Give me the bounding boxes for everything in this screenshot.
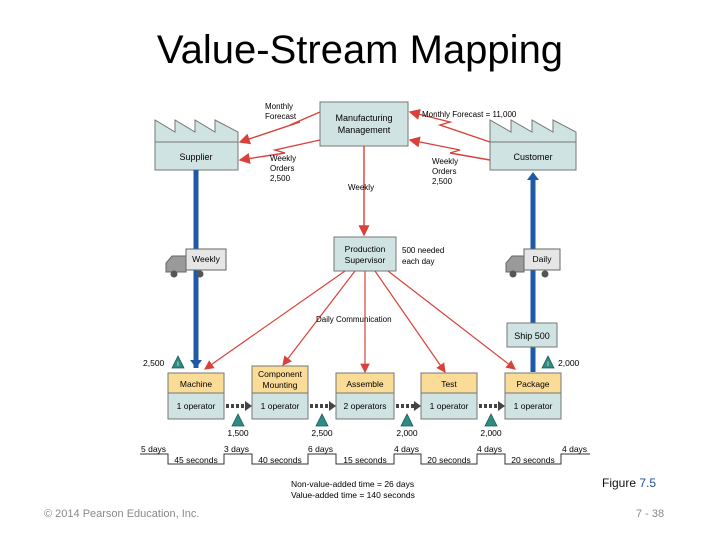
daily-arrow-machine <box>204 270 346 370</box>
prod-label-2: Supervisor <box>345 255 386 265</box>
process-assemble-name: Assemble <box>346 379 384 389</box>
inventory-start-icon: I <box>171 355 185 369</box>
timeline-days: 6 days <box>308 444 333 454</box>
monthly-forecast-1: Monthly <box>265 102 293 111</box>
process-test: Test 1 operator <box>420 372 478 420</box>
page-number: 7 - 38 <box>636 508 665 520</box>
timeline-seconds: 20 seconds <box>427 455 470 465</box>
weekly-label: Weekly <box>348 183 374 192</box>
supplier-orders-3: 2,500 <box>270 174 291 183</box>
process-test-name: Test <box>441 379 457 389</box>
truck-daily-label: Daily <box>533 254 553 264</box>
timeline-seconds: 20 seconds <box>511 455 554 465</box>
prod-label-1: Production <box>345 244 386 254</box>
timeline <box>140 453 590 465</box>
process-assemble: Assemble 2 operators <box>335 372 395 420</box>
process-mounting-name-2: Mounting <box>263 380 298 390</box>
ship-label: Ship 500 <box>514 331 550 341</box>
supplier-orders-arrow <box>238 139 321 165</box>
process-package-name: Package <box>516 379 549 389</box>
manufacturing-management-node: Manufacturing Management <box>319 101 409 147</box>
daily-arrow-test <box>374 270 446 373</box>
supplier-label: Supplier <box>179 152 212 162</box>
monthly-forecast-2: Forecast <box>265 112 297 121</box>
figure-number: 7.5 <box>639 476 657 490</box>
inventory-end-label: 2,000 <box>558 358 580 368</box>
process-machine-name: Machine <box>180 379 212 389</box>
timeline-days: 4 days <box>477 444 502 454</box>
ship-box <box>506 322 558 348</box>
daily-communication-label: Daily Communication <box>316 315 392 324</box>
copyright: © 2014 Pearson Education, Inc. <box>44 508 200 520</box>
figure-prefix: Figure <box>602 476 637 490</box>
production-supervisor-node: Production Supervisor <box>333 236 397 272</box>
inventory-icon <box>400 413 414 427</box>
mfg-label-2: Management <box>338 125 391 135</box>
customer-label: Customer <box>513 152 552 162</box>
timeline-days: 4 days <box>562 444 587 454</box>
customer-orders-2: Orders <box>432 167 456 176</box>
timeline-seconds: 15 seconds <box>343 455 386 465</box>
process-mounting-operators: 1 operator <box>261 401 300 411</box>
customer-orders-3: 2,500 <box>432 177 453 186</box>
inventory-icon <box>484 413 498 427</box>
supplier-orders-1: Weekly <box>270 154 296 163</box>
inventory-label: 2,000 <box>396 428 418 438</box>
truck-weekly-label: Weekly <box>192 254 220 264</box>
value-added-time: Value-added time = 140 seconds <box>291 490 415 500</box>
svg-text:I: I <box>547 362 549 368</box>
slide-title: Value-Stream Mapping <box>156 28 564 72</box>
timeline-days: 3 days <box>224 444 249 454</box>
inventory-end-icon: I <box>541 355 555 369</box>
supplier-node: Supplier <box>154 119 239 171</box>
customer-orders-arrow <box>408 136 491 161</box>
inventory-icon <box>231 413 245 427</box>
process-package: Package 1 operator <box>504 372 562 420</box>
svg-text:I: I <box>177 362 179 368</box>
process-test-operators: 1 operator <box>430 401 469 411</box>
inventory-label: 2,000 <box>480 428 502 438</box>
customer-forecast-label: Monthly Forecast = 11,000 <box>422 110 517 119</box>
customer-orders-1: Weekly <box>432 157 458 166</box>
timeline-seconds: 45 seconds <box>174 455 217 465</box>
non-value-added-time: Non-value-added time = 26 days <box>291 479 414 489</box>
inventory-label: 1,500 <box>227 428 249 438</box>
inventory-start-label: 2,500 <box>143 358 165 368</box>
timeline-days: 5 days <box>141 444 166 454</box>
process-mounting-name-1: Component <box>258 369 303 379</box>
truck-daily-icon: Daily <box>505 248 561 278</box>
truck-weekly-icon: Weekly <box>165 248 227 278</box>
inventory-icon <box>315 413 329 427</box>
process-assemble-operators: 2 operators <box>344 401 387 411</box>
customer-forecast-arrow <box>408 108 491 143</box>
figure-caption: Figure 7.5 <box>602 476 656 490</box>
needed-2: each day <box>402 257 434 266</box>
process-package-operators: 1 operator <box>514 401 553 411</box>
daily-arrow-mounting <box>282 270 356 366</box>
timeline-seconds: 40 seconds <box>258 455 301 465</box>
customer-node: Customer <box>489 119 577 171</box>
daily-arrow-package <box>387 270 516 370</box>
needed-1: 500 needed <box>402 246 444 255</box>
timeline-days: 4 days <box>394 444 419 454</box>
monthly-forecast-arrow <box>238 111 321 145</box>
process-machine-operators: 1 operator <box>177 401 216 411</box>
supplier-orders-2: Orders <box>270 164 294 173</box>
process-component-mounting: Component Mounting 1 operator <box>251 365 309 420</box>
mfg-label-1: Manufacturing <box>335 113 392 123</box>
inventory-label: 2,500 <box>311 428 333 438</box>
process-machine: Machine 1 operator <box>167 372 225 420</box>
